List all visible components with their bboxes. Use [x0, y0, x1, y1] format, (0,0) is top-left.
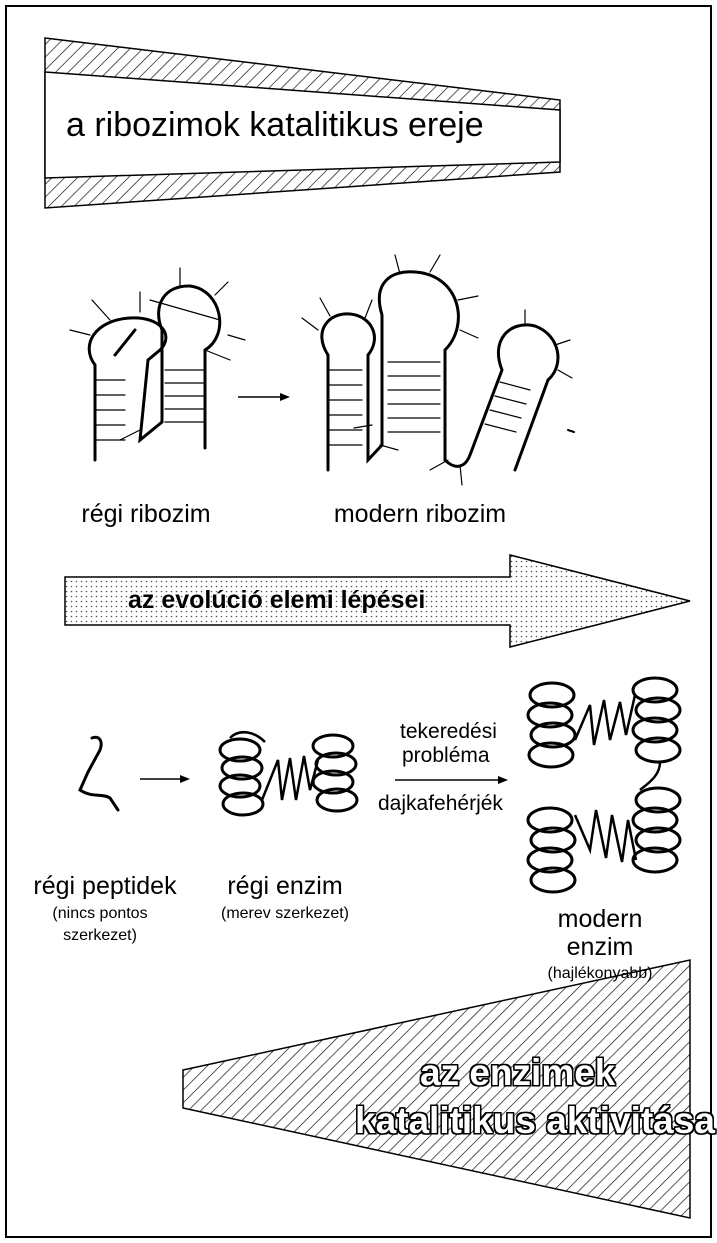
old-ribozyme-structure	[70, 268, 245, 460]
ribozyme-banner-title: a ribozimok katalitikus ereje	[66, 106, 484, 145]
modern-enzyme-line1: modern	[558, 905, 643, 934]
ribozyme-arrow	[238, 393, 290, 401]
modern-enzyme-note: (hajlékonyabb)	[548, 965, 653, 983]
evolution-arrow-label: az evolúció elemi lépései	[128, 586, 425, 615]
old-peptides-note-line1: (nincs pontos	[52, 905, 147, 923]
modern-ribozyme-structure	[302, 255, 574, 485]
modern-enzyme-line2: enzim	[567, 933, 634, 962]
peptide-arrow	[140, 775, 190, 783]
old-enzyme-note: (merev szerkezet)	[221, 905, 349, 923]
old-peptides-note-line2: szerkezet)	[63, 927, 137, 945]
enzyme-banner-line2: katalitikus aktivitása	[355, 1100, 715, 1142]
old-ribozyme-label: régi ribozim	[81, 500, 210, 529]
old-peptides-label: régi peptidek	[33, 872, 176, 901]
enzyme-banner-line1: az enzimek	[420, 1052, 615, 1094]
modern-ribozyme-label: modern ribozim	[334, 500, 506, 529]
chaperones-label: dajkafehérjék	[378, 792, 503, 816]
modern-enzyme-structure	[528, 678, 680, 892]
folding-problem-line2: probléma	[402, 744, 490, 768]
old-peptide-shape	[80, 737, 118, 810]
folding-problem-line1: tekeredési	[400, 720, 497, 744]
old-enzyme-label: régi enzim	[227, 872, 342, 901]
folding-arrow	[395, 776, 508, 784]
old-enzyme-structure	[220, 732, 357, 815]
